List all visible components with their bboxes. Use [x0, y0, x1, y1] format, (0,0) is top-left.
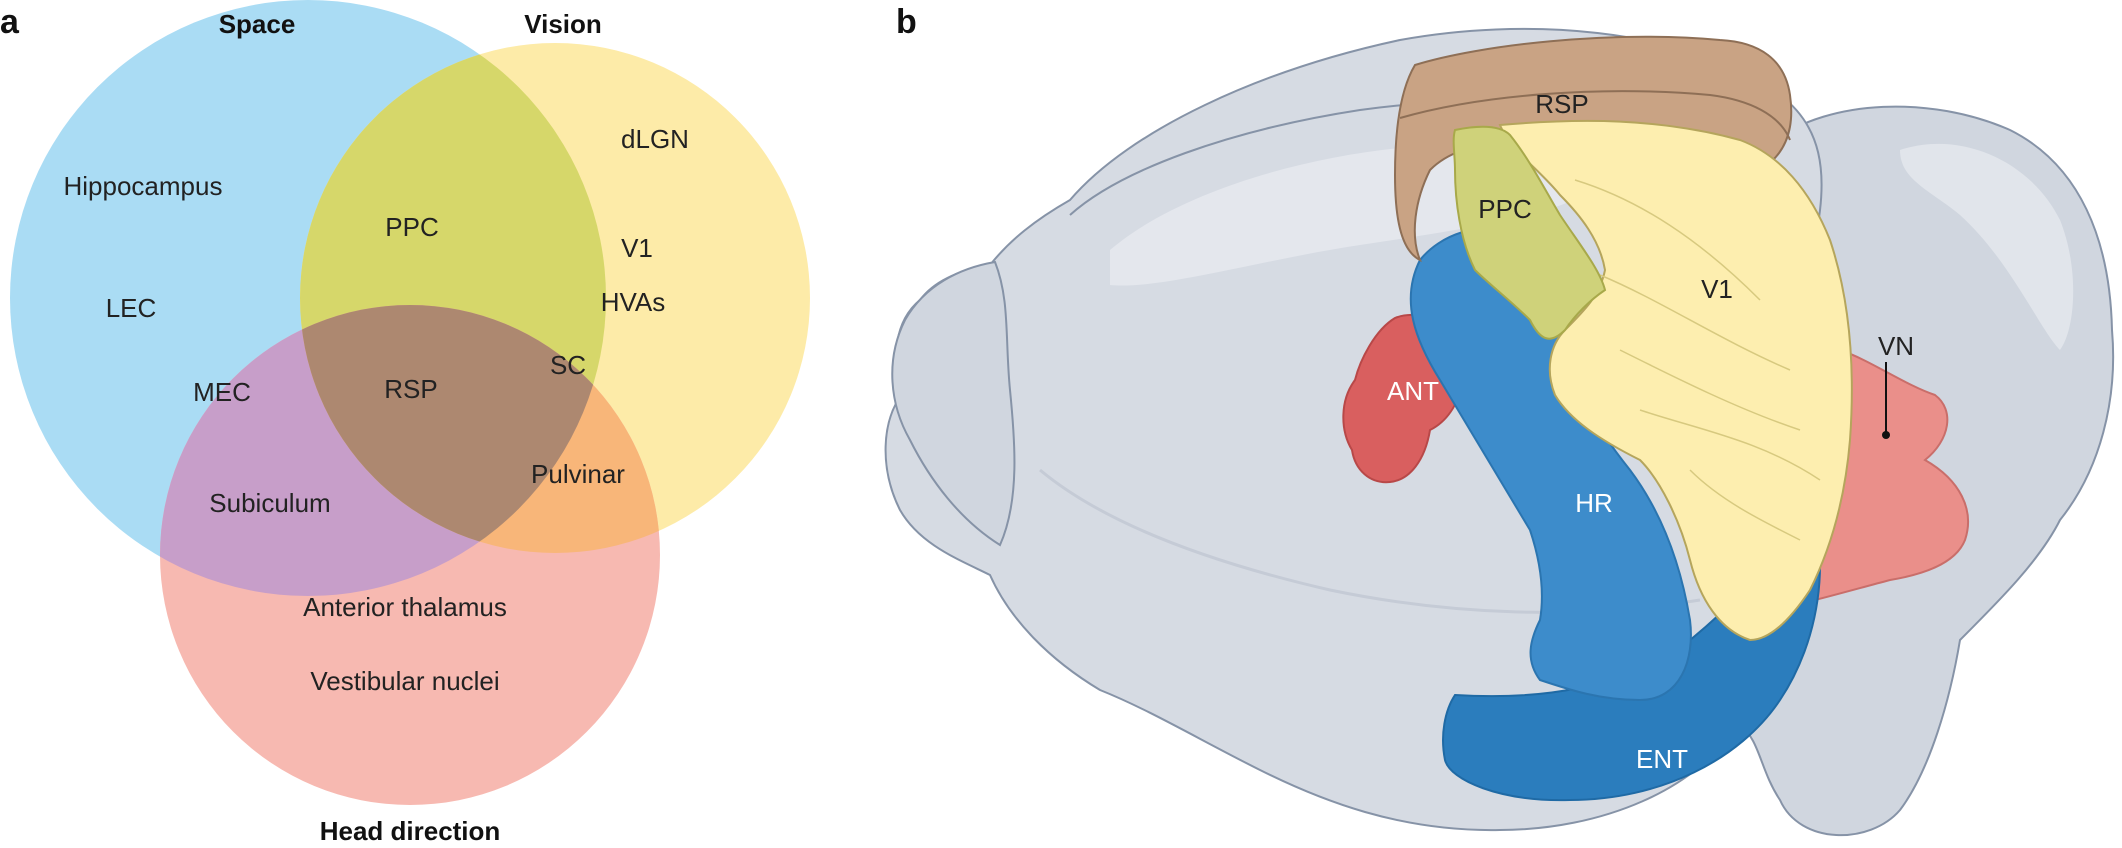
venn-label-dlgn: dLGN: [621, 124, 689, 154]
vn-leader-dot: [1882, 431, 1890, 439]
panel-a-label: a: [0, 3, 20, 41]
brain-label-ppc: PPC: [1478, 194, 1531, 224]
venn-label-hippocampus: Hippocampus: [64, 171, 223, 201]
brain-label-ant: ANT: [1387, 376, 1439, 406]
venn-label-subiculum: Subiculum: [209, 488, 330, 518]
venn-label-sc: SC: [550, 350, 586, 380]
venn-label-hvas: HVAs: [601, 287, 666, 317]
venn-label-v1: V1: [621, 233, 653, 263]
venn-label-mec: MEC: [193, 377, 251, 407]
rsp-ridge: [1399, 90, 1791, 141]
triple-overlap: [300, 305, 606, 553]
olfactory-bulb: [891, 260, 1016, 547]
venn-label-rsp: RSP: [384, 374, 437, 404]
set-title-vision: Vision: [524, 9, 602, 39]
venn-label-pulvinar: Pulvinar: [531, 459, 625, 489]
brain-label-ent: ENT: [1636, 744, 1688, 774]
venn-diagram: a Space Vision Head direction Hippocampu…: [0, 0, 810, 846]
cerebellum-highlight: [1900, 143, 2074, 350]
ppc-region: [1452, 125, 1607, 340]
set-title-space: Space: [219, 9, 296, 39]
panel-b-label: b: [896, 3, 917, 41]
brain-label-hr: HR: [1575, 488, 1613, 518]
venn-label-vestibular-nuclei: Vestibular nuclei: [310, 666, 499, 696]
v1-subdivision-lines: [1574, 179, 1821, 541]
brain-label-vn: VN: [1878, 331, 1914, 361]
venn-label-lec: LEC: [106, 293, 157, 323]
venn-label-ppc: PPC: [385, 212, 438, 242]
set-title-head-direction: Head direction: [320, 816, 501, 846]
brain-label-rsp: RSP: [1535, 89, 1588, 119]
brain-label-v1: V1: [1701, 274, 1733, 304]
venn-label-anterior-thalamus: Anterior thalamus: [303, 592, 507, 622]
brain-illustration: b RSP PPC V1 ANT HR ENT: [884, 3, 2115, 837]
